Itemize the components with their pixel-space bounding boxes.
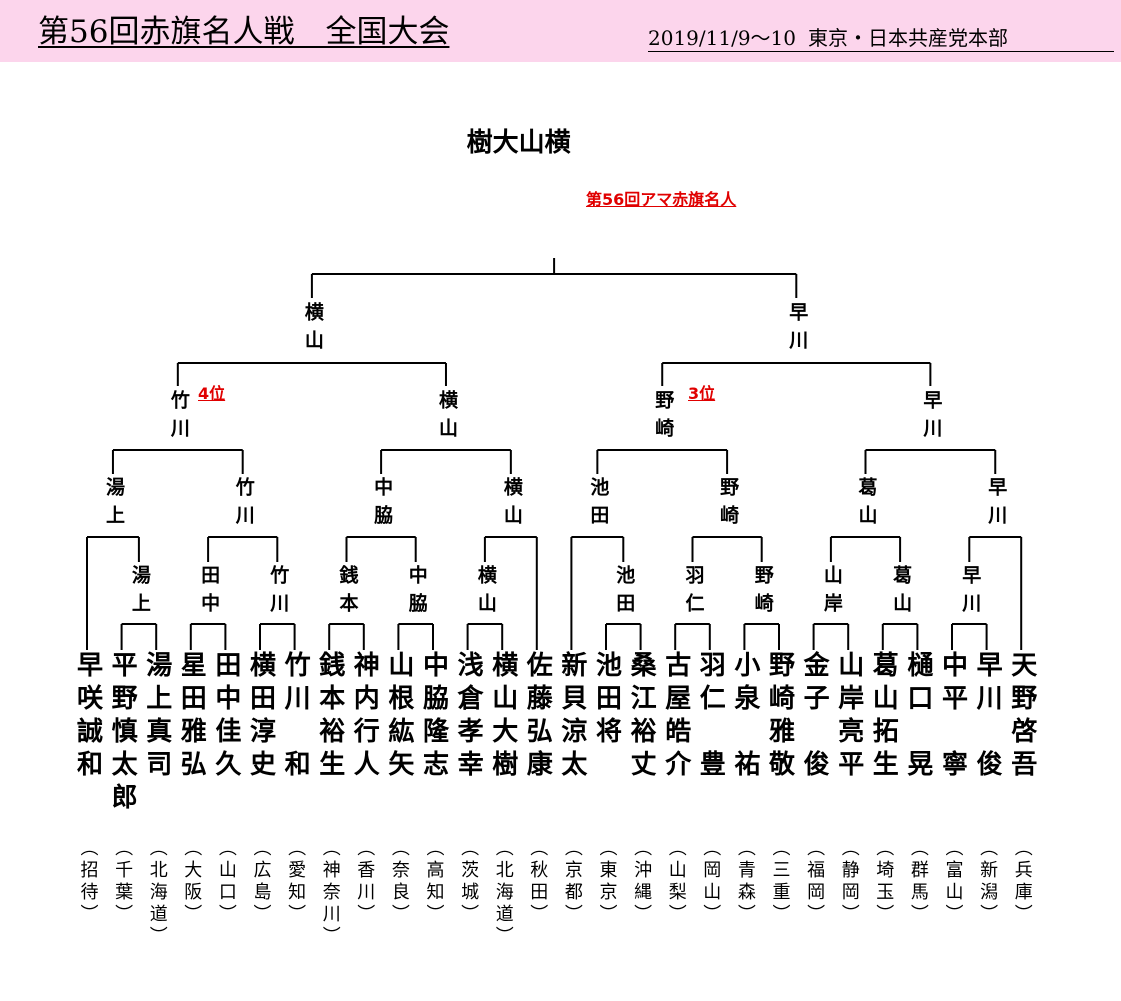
round1-winner: 中脇 [405, 565, 428, 621]
round1-winner: 早川 [959, 565, 982, 621]
player-prefecture: （大阪） [181, 838, 203, 926]
quarter-winner: 早川 [920, 390, 943, 446]
player-prefecture: （青森） [734, 838, 756, 926]
player-prefecture: （山口） [215, 838, 237, 926]
semi-winner: 早川 [786, 302, 809, 358]
player-name: 中脇隆志 [418, 651, 449, 783]
fourth-place-label: 4位 [198, 384, 226, 403]
semi-winner: 横山 [301, 302, 324, 358]
round2-winner: 中脇 [371, 477, 394, 533]
player-prefecture: （富山） [942, 838, 964, 926]
round1-winner: 羽仁 [682, 565, 705, 621]
round1-winner: 竹川 [267, 565, 290, 621]
player-name: 早咲誠和 [72, 651, 103, 783]
player-prefecture: （高知） [423, 838, 445, 926]
player-prefecture: （神奈川） [319, 838, 341, 948]
player-prefecture: （三重） [769, 838, 791, 926]
champion-title: 第56回アマ赤旗名人 [586, 190, 737, 209]
player-prefecture: （千葉） [112, 838, 134, 926]
player-prefecture: （福岡） [804, 838, 826, 926]
round1-winner: 湯上 [128, 565, 151, 621]
event-venue: 東京・日本共産党本部 [808, 26, 1008, 50]
player-name: 平野慎太郎 [107, 651, 138, 816]
player-prefecture: （奈良） [388, 838, 410, 926]
round1-winner: 山岸 [820, 565, 843, 621]
player-name: 野崎雅敬 [764, 651, 795, 783]
third-place-label: 3位 [688, 384, 716, 403]
player-prefecture: （新潟） [977, 838, 999, 926]
round1-winner: 野崎 [751, 565, 774, 621]
page-title: 第56回赤旗名人戦 全国大会 [38, 14, 450, 50]
champion-name: 横山大樹 [462, 128, 571, 166]
round2-winner: 野崎 [717, 477, 740, 533]
player-name: 早川 俊 [972, 651, 1003, 783]
player-name: 横田淳史 [245, 651, 276, 783]
player-prefecture: （東京） [596, 838, 618, 926]
player-name: 浅倉孝幸 [453, 651, 484, 783]
player-name: 天野啓吾 [1006, 651, 1037, 783]
player-name: 神内行人 [349, 651, 380, 783]
round1-winner: 池田 [613, 565, 636, 621]
player-prefecture: （岡山） [700, 838, 722, 926]
player-prefecture: （静岡） [838, 838, 860, 926]
player-prefecture: （京都） [561, 838, 583, 926]
player-name: 葛山拓生 [868, 651, 899, 783]
round2-winner: 葛山 [855, 477, 878, 533]
date-venue: 2019/11/9～10 東京・日本共産党本部 [648, 27, 1114, 52]
player-name: 樋口 晃 [902, 651, 933, 783]
player-prefecture: （沖縄） [631, 838, 653, 926]
player-name: 銭本裕生 [314, 651, 345, 783]
player-name: 新貝涼太 [556, 651, 587, 783]
player-name: 横山大樹 [487, 651, 518, 783]
quarter-winner: 竹川 [167, 390, 190, 446]
player-name: 竹川 和 [280, 651, 311, 783]
player-name: 佐藤弘康 [522, 651, 553, 783]
round2-winner: 池田 [587, 477, 610, 533]
round1-winner: 横山 [474, 565, 497, 621]
player-prefecture: （香川） [354, 838, 376, 926]
round2-winner: 横山 [500, 477, 523, 533]
player-prefecture: （兵庫） [1011, 838, 1033, 926]
player-prefecture: （愛知） [285, 838, 307, 926]
player-name: 桑江裕丈 [626, 651, 657, 783]
player-prefecture: （茨城） [458, 838, 480, 926]
player-name: 池田将 [591, 651, 622, 750]
player-name: 田中佳久 [210, 651, 241, 783]
round1-winner: 銭本 [336, 565, 359, 621]
player-prefecture: （招待） [77, 838, 99, 926]
player-prefecture: （北海道） [146, 838, 168, 948]
quarter-winner: 野崎 [652, 390, 675, 446]
player-prefecture: （群馬） [907, 838, 929, 926]
player-name: 湯上真司 [141, 651, 172, 783]
player-name: 金子 俊 [799, 651, 830, 783]
player-name: 羽仁 豊 [695, 651, 726, 783]
player-prefecture: （広島） [250, 838, 272, 926]
player-prefecture: （北海道） [492, 838, 514, 948]
round1-winner: 葛山 [890, 565, 913, 621]
round2-winner: 竹川 [232, 477, 255, 533]
header-bar: 第56回赤旗名人戦 全国大会 2019/11/9～10 東京・日本共産党本部 [0, 0, 1121, 62]
player-name: 星田雅弘 [176, 651, 207, 783]
round2-winner: 早川 [985, 477, 1008, 533]
player-prefecture: （埼玉） [873, 838, 895, 926]
player-name: 小泉 祐 [729, 651, 760, 783]
round2-winner: 湯上 [102, 477, 125, 533]
player-name: 山岸亮平 [833, 651, 864, 783]
player-name: 山根紘矢 [383, 651, 414, 783]
quarter-winner: 横山 [435, 390, 458, 446]
player-name: 古屋皓介 [660, 651, 691, 783]
player-name: 中平 寧 [937, 651, 968, 783]
event-date: 2019/11/9～10 [648, 26, 796, 50]
player-prefecture: （山梨） [665, 838, 687, 926]
player-prefecture: （秋田） [527, 838, 549, 926]
round1-winner: 田中 [198, 565, 221, 621]
